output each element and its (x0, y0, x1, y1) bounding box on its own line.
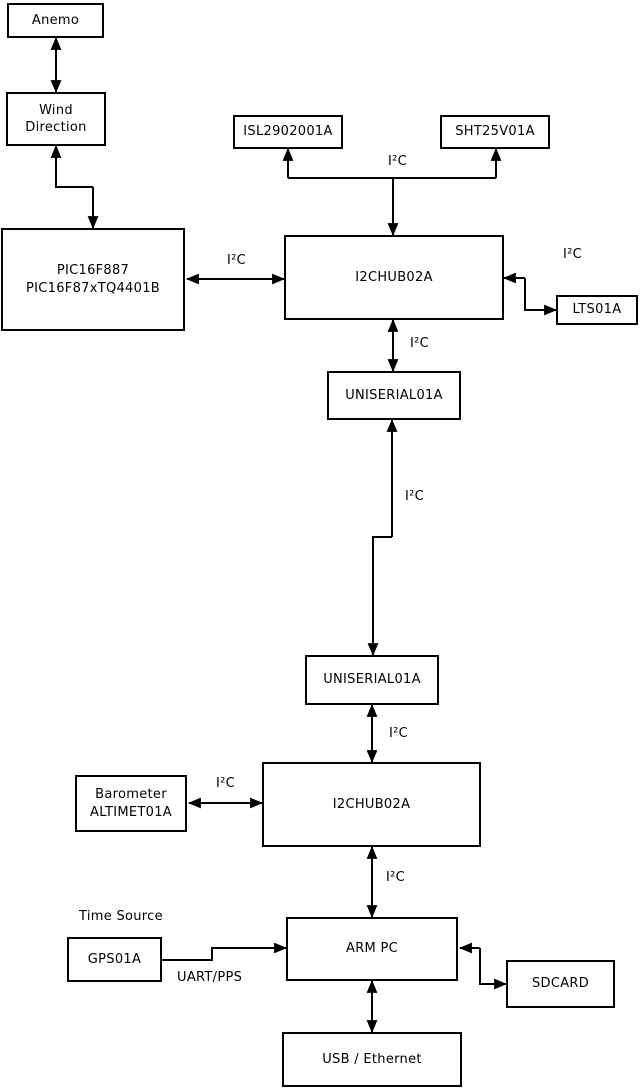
label-i2c-hub2-armpc: I²C (386, 870, 406, 885)
node-i2c-hub-bottom: I2CHUB02A (262, 762, 481, 847)
edge-wind-direction-pic (50, 144, 99, 230)
node-anemo: Anemo (7, 3, 104, 38)
label-i2c-hub-uniserial: I²C (410, 336, 430, 351)
node-pic16f887: PIC16F887 PIC16F87xTQ4401B (1, 228, 185, 331)
node-barometer-altimet01a: Barometer ALTIMET01A (75, 775, 187, 832)
label-i2c-uniserial-link: I²C (405, 489, 425, 504)
edge-hub-top-lts (502, 272, 558, 316)
node-arm-pc: ARM PC (286, 917, 458, 981)
node-wind-direction: Wind Direction (6, 92, 106, 146)
node-sht25v01a: SHT25V01A (440, 115, 550, 149)
node-i2c-hub-top: I2CHUB02A (284, 235, 504, 320)
arrow-to-arm-pc-left (162, 942, 288, 961)
arrow-to-uniserial-bottom-top (367, 536, 392, 657)
node-uniserial-top: UNISERIAL01A (327, 371, 461, 420)
edge-uniserial-top-uniserial-bottom (367, 418, 398, 657)
node-usb-ethernet: USB / Ethernet (282, 1032, 462, 1087)
arrow-to-sdcard (479, 948, 508, 990)
node-uniserial-bottom: UNISERIAL01A (305, 655, 439, 705)
edge-arm-pc-sdcard (458, 942, 508, 990)
label-uart-pps: UART/PPS (177, 970, 243, 985)
arrow-to-lts (524, 278, 558, 316)
label-i2c-pic-hub: I²C (227, 253, 247, 268)
node-lts01a: LTS01A (556, 295, 638, 325)
node-sdcard: SDCARD (506, 960, 615, 1008)
label-i2c-barometer-hub2: I²C (216, 776, 236, 791)
node-isl2902001a: ISL2902001A (233, 115, 343, 149)
edge-hub-top-sensor-branch (282, 147, 502, 237)
label-i2c-hub-lts: I²C (563, 247, 583, 262)
label-i2c-uniserial-hub2: I²C (389, 726, 409, 741)
arrow-to-wind-direction-bottom (50, 144, 93, 188)
label-i2c-sensor-branch: I²C (388, 154, 408, 169)
node-gps01a: GPS01A (67, 937, 162, 982)
edge-gps-arm-pc (162, 942, 288, 961)
label-time-source: Time Source (79, 909, 163, 924)
